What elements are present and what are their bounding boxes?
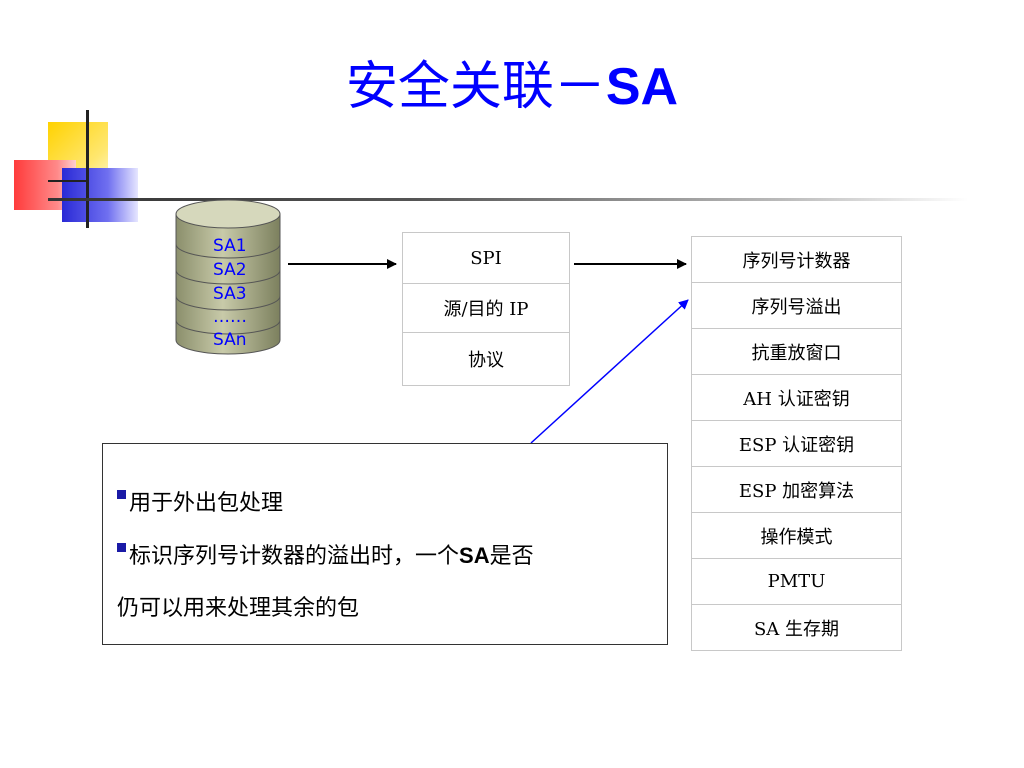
- page-title: 安全关联－SA: [0, 52, 1024, 122]
- note-line-1: 用于外出包处理: [117, 478, 659, 530]
- sa-label-2: SA2: [213, 260, 247, 280]
- field-row: AH 认证密钥: [691, 374, 902, 421]
- sa-label-1: SA1: [213, 236, 247, 256]
- sa-label-3: SA3: [213, 284, 247, 304]
- note-line-2-text-c: 是否: [489, 544, 534, 569]
- sa-label-n: SAn: [213, 330, 247, 350]
- decor-squares: [10, 110, 150, 230]
- field-row: ESP 认证密钥: [691, 420, 902, 467]
- selector-row-protocol: 协议: [402, 332, 570, 386]
- selector-table: SPI 源/目的 IP 协议: [402, 232, 570, 386]
- selector-row-ip: 源/目的 IP: [402, 283, 570, 333]
- bullet-icon: [117, 489, 126, 499]
- sa-label-list: SA1 SA2 SA3 …… SAn: [213, 234, 247, 352]
- note-line-2-text-sa: SA: [459, 543, 490, 568]
- sa-label-ellipsis: ……: [213, 307, 247, 327]
- arrow-textbox-to-overflow: [530, 299, 689, 444]
- title-latin: SA: [605, 58, 679, 116]
- selector-row-spi: SPI: [402, 232, 570, 284]
- field-row: PMTU: [691, 558, 902, 605]
- field-row: 抗重放窗口: [691, 328, 902, 375]
- title-cjk: 安全关联－: [345, 57, 606, 117]
- title-rule: [48, 198, 968, 201]
- decor-blue-square: [62, 168, 138, 222]
- field-row: SA 生存期: [691, 604, 902, 651]
- note-line-3: 仍可以用来处理其余的包: [117, 596, 360, 621]
- note-line-2: 标识序列号计数器的溢出时，一个SA是否: [117, 530, 659, 583]
- note-line-1-text: 用于外出包处理: [129, 491, 284, 516]
- decor-short-line: [48, 180, 88, 182]
- field-row: 序列号溢出: [691, 282, 902, 329]
- field-row: 操作模式: [691, 512, 902, 559]
- field-row: ESP 加密算法: [691, 466, 902, 513]
- sa-fields-table: 序列号计数器 序列号溢出 抗重放窗口 AH 认证密钥 ESP 认证密钥 ESP …: [691, 236, 902, 651]
- bullet-icon: [117, 542, 126, 552]
- sa-database-icon: [175, 199, 281, 355]
- decor-vertical-line: [86, 110, 89, 228]
- note-textbox: 用于外出包处理 标识序列号计数器的溢出时，一个SA是否 仍可以用来处理其余的包: [102, 443, 668, 645]
- field-row: 序列号计数器: [691, 236, 902, 283]
- note-line-2-text-a: 标识序列号计数器的溢出时，一个: [129, 544, 460, 569]
